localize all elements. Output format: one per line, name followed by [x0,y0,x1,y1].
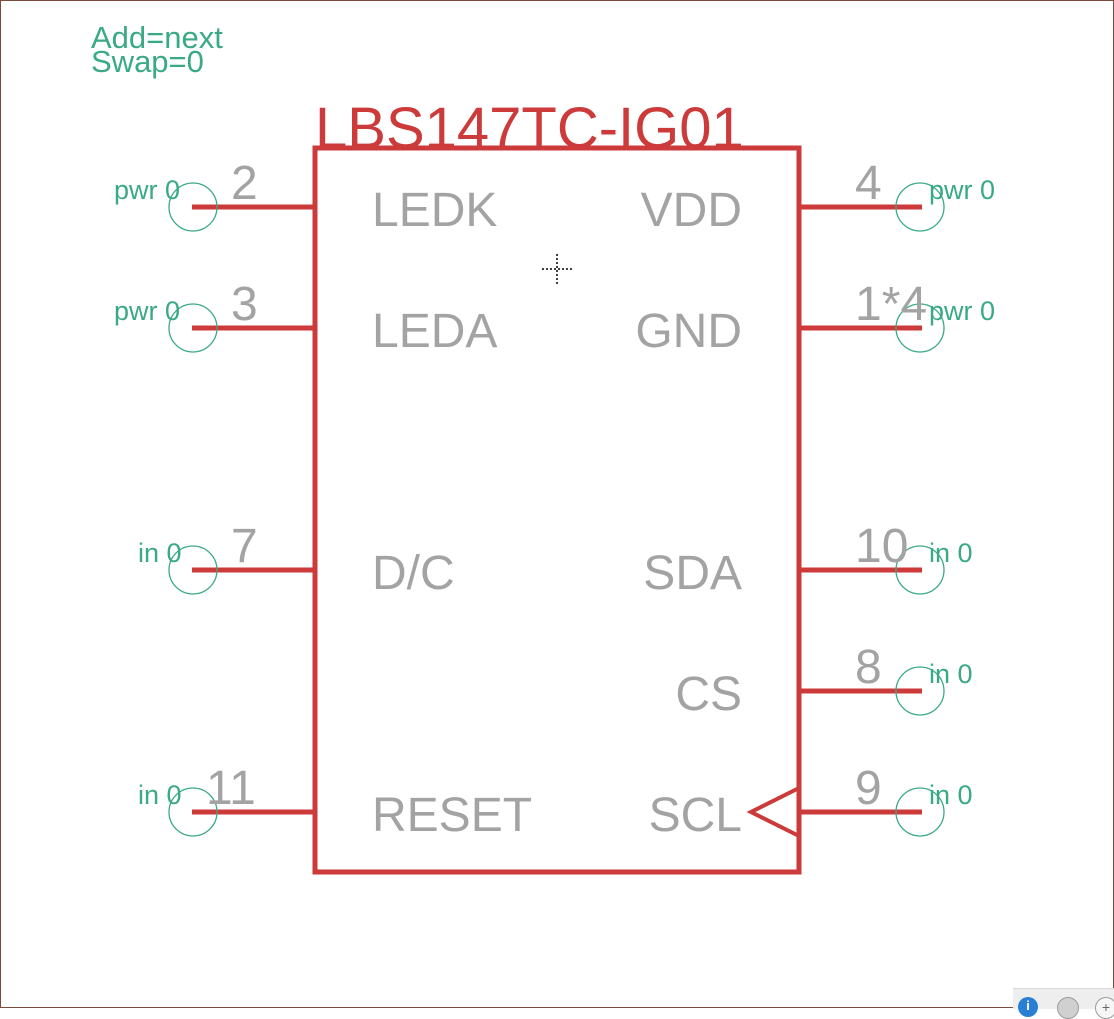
pin-leda[interactable]: pwr 0 3 LEDA [114,278,497,358]
pin-attr: pwr 0 [114,296,180,326]
symbol-body[interactable] [312,145,802,875]
pin-connection-ring[interactable] [895,182,945,232]
pin-attr: pwr 0 [929,296,995,326]
info-icon[interactable]: i [1018,997,1038,1017]
eye-icon[interactable] [1057,997,1079,1019]
pin-number: 7 [231,520,258,573]
pin-attr: in 0 [138,780,182,810]
pin-attr: in 0 [929,538,973,568]
pin-dc[interactable]: in 0 7 D/C [138,520,455,600]
origin-crosshair-icon [542,254,572,284]
pin-ledk[interactable]: pwr 0 2 LEDK [114,157,497,237]
pin-attr: pwr 0 [114,175,180,205]
pin-sda[interactable]: 10 in 0 SDA [643,520,972,600]
part-name: LBS147TC-IG01 [315,96,744,161]
pin-connection-ring[interactable] [895,787,945,837]
pin-connection-ring[interactable] [168,303,218,353]
pin-number: 9 [855,762,882,815]
status-bar: i + [1013,988,1114,1019]
pin-number: 3 [231,278,258,331]
pin-number: 4 [855,157,882,210]
pin-number: 2 [231,157,258,210]
add-attribute: Add=next [91,20,223,55]
pin-reset[interactable]: in 0 11 RESET [138,762,532,842]
pin-name: GND [635,305,742,358]
pin-connection-ring[interactable] [168,545,218,595]
pin-name: LEDA [372,305,497,358]
pin-number: 11 [206,762,256,815]
pin-cs[interactable]: 8 in 0 CS [675,641,972,721]
pin-connection-ring[interactable] [895,303,945,353]
pin-attr: pwr 0 [929,175,995,205]
swap-attribute: Swap=0 [91,44,204,79]
pin-name: LEDK [372,184,497,237]
pin-vdd[interactable]: 4 pwr 0 VDD [641,157,995,237]
pin-name: RESET [372,789,532,842]
pin-name: VDD [641,184,742,237]
clock-indicator-icon [746,786,800,838]
pin-connection-ring[interactable] [895,545,945,595]
pin-scl[interactable]: 9 in 0 SCL [649,762,973,842]
pin-name: D/C [372,547,455,600]
pin-connection-ring[interactable] [895,666,945,716]
pin-connection-ring[interactable] [168,787,218,837]
pin-attr: in 0 [138,538,182,568]
pin-connection-ring[interactable] [168,182,218,232]
pin-name: SCL [649,789,742,842]
pin-name: CS [675,668,742,721]
pin-attr: in 0 [929,659,973,689]
pin-gnd[interactable]: 1*4 pwr 0 GND [635,278,995,358]
pin-name: SDA [643,547,742,600]
pin-attr: in 0 [929,780,973,810]
zoom-icon[interactable]: + [1095,997,1114,1019]
pin-number: 1*4 [855,278,927,331]
pin-number: 10 [855,520,908,573]
pin-number: 8 [855,641,882,694]
